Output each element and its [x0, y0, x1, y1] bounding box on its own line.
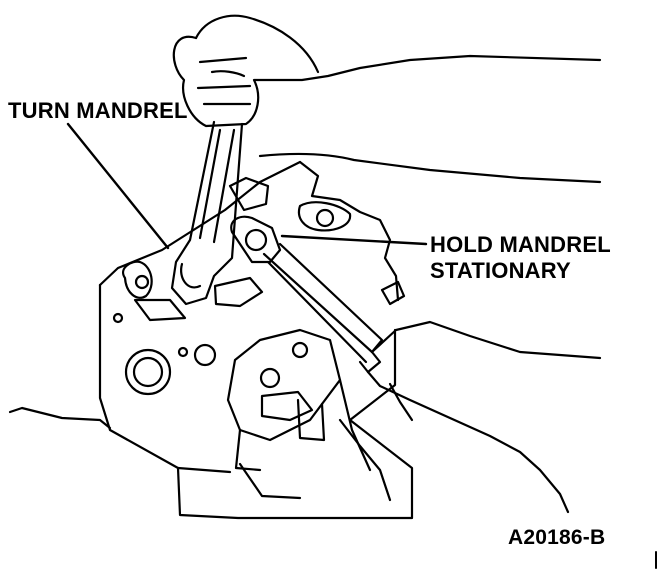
lower-hand	[338, 320, 602, 514]
label-hold-mandrel: HOLD MANDREL	[430, 232, 611, 257]
figure-code: A20186-B	[508, 526, 606, 549]
hold-wrench	[230, 215, 384, 374]
label-turn-mandrel: TURN MANDREL	[8, 98, 188, 123]
turn-wrench	[170, 120, 244, 306]
label-stationary: STATIONARY	[430, 258, 571, 283]
engine-block	[8, 160, 414, 520]
leader-lines	[66, 122, 428, 250]
upper-hand	[172, 14, 602, 184]
